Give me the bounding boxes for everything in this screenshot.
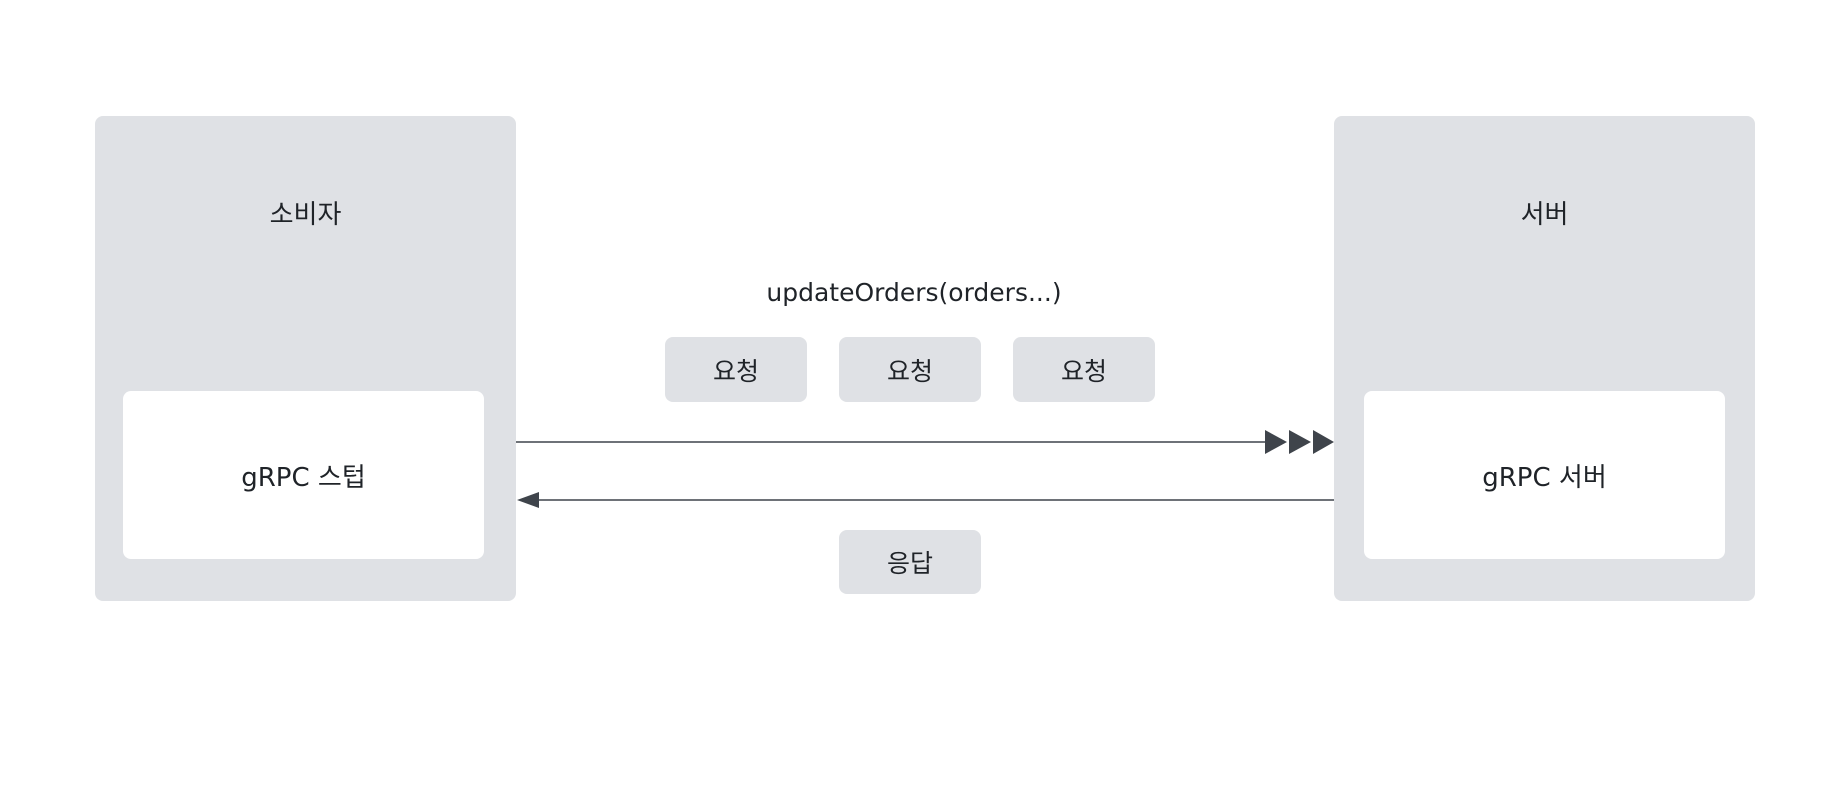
server-box: 서버 gRPC 서버 bbox=[1334, 116, 1755, 601]
response-arrowhead-icon bbox=[517, 492, 539, 508]
request-pill-1: 요청 bbox=[665, 337, 807, 402]
request-pill-2: 요청 bbox=[839, 337, 981, 402]
grpc-stub-box: gRPC 스텁 bbox=[123, 391, 484, 559]
response-label: 응답 bbox=[886, 549, 933, 578]
method-label: updateOrders(orders...) bbox=[766, 278, 1062, 307]
request-label: 요청 bbox=[886, 356, 933, 386]
request-arrowhead-icon bbox=[1265, 430, 1287, 454]
request-label: 요청 bbox=[1060, 356, 1107, 386]
grpc-stub-label: gRPC 스텁 bbox=[241, 462, 366, 493]
grpc-server-box: gRPC 서버 bbox=[1364, 391, 1725, 559]
consumer-box: 소비자 gRPC 스텁 bbox=[95, 116, 516, 601]
grpc-server-label: gRPC 서버 bbox=[1482, 462, 1607, 493]
consumer-title: 소비자 bbox=[269, 200, 342, 230]
request-arrowhead-icon bbox=[1313, 430, 1334, 454]
request-arrowhead-icon bbox=[1289, 430, 1311, 454]
request-label: 요청 bbox=[712, 356, 759, 386]
server-title: 서버 bbox=[1520, 200, 1569, 230]
request-pill-3: 요청 bbox=[1013, 337, 1155, 402]
response-pill: 응답 bbox=[839, 530, 981, 594]
